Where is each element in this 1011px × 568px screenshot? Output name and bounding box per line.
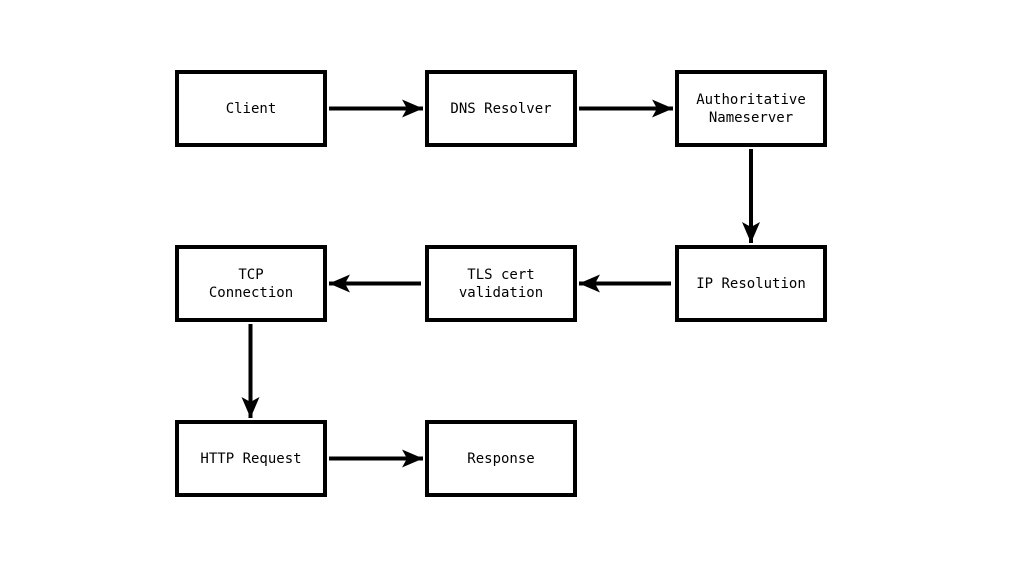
node-ip-resolution: IP Resolution bbox=[675, 245, 827, 322]
node-label: IP Resolution bbox=[696, 275, 806, 292]
node-label: Response bbox=[467, 450, 535, 467]
node-label: TCP Connection bbox=[208, 266, 294, 301]
node-dns-resolver: DNS Resolver bbox=[425, 70, 577, 147]
node-response: Response bbox=[425, 420, 577, 497]
node-authoritative-nameserver: Authoritative Nameserver bbox=[675, 70, 827, 147]
node-label: TLS cert validation bbox=[458, 266, 544, 301]
node-http-request: HTTP Request bbox=[175, 420, 327, 497]
node-label: DNS Resolver bbox=[450, 100, 552, 117]
node-label: HTTP Request bbox=[200, 450, 302, 467]
node-tcp-connection: TCP Connection bbox=[175, 245, 327, 322]
node-client: Client bbox=[175, 70, 327, 147]
node-tls-cert-validation: TLS cert validation bbox=[425, 245, 577, 322]
node-label: Authoritative Nameserver bbox=[696, 91, 806, 126]
node-label: Client bbox=[225, 100, 277, 117]
